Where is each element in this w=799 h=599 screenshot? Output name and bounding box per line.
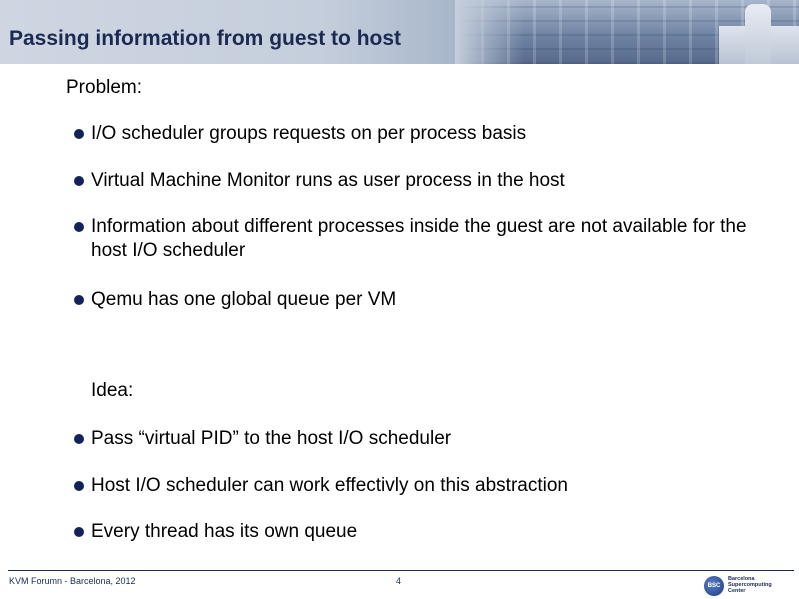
bullet-text: Host I/O scheduler can work effectivly o… [91,475,568,496]
bullet-dot-icon [74,222,84,232]
slide-title: Passing information from guest to host [9,27,402,50]
bsc-logo-icon: BSC [704,576,724,596]
header-photo [455,0,799,64]
bullet-text: I/O scheduler groups requests on per pro… [91,123,527,144]
bullet-text: Pass “virtual PID” to the host I/O sched… [91,428,452,449]
bsc-logo: BSC Barcelona Supercomputing Center [704,575,792,597]
header-banner: Passing information from guest to host [0,0,799,64]
header-photo-tower [745,4,771,64]
footer-event: KVM Forumn - Barcelona, 2012 [9,576,136,586]
bsc-logo-name: Barcelona Supercomputing Center [728,576,772,594]
bullet-text: Virtual Machine Monitor runs as user pro… [91,170,565,191]
bullet-text: Information about different processes in… [91,216,747,261]
bullet-text: Qemu has one global queue per VM [91,289,397,310]
bullet-text: Every thread has its own queue [91,521,358,542]
bullet-dot-icon [74,481,84,491]
bullet-dot-icon [74,295,84,305]
bullet-dot-icon [74,527,84,537]
footer-divider [8,570,794,571]
bullet-dot-icon [74,176,84,186]
idea-label: Idea: [91,380,134,401]
bullet-dot-icon [74,434,84,444]
header-photo-fade [455,0,525,64]
bullet-dot-icon [74,129,84,139]
problem-label: Problem: [66,77,143,98]
page-number: 4 [396,576,402,586]
